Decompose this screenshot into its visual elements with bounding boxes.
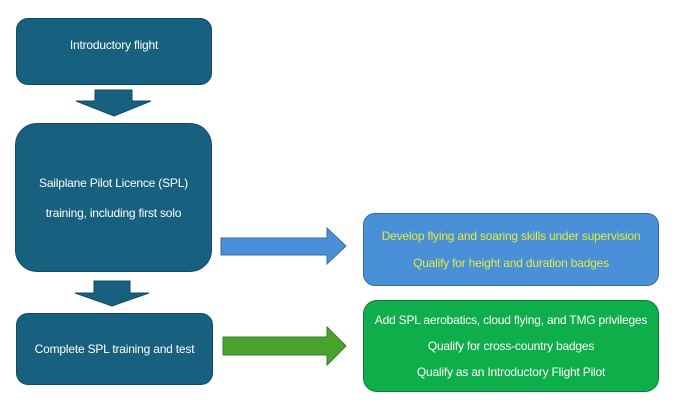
outcome-text: Qualify as an Introductory Flight Pilot <box>416 365 606 379</box>
down-arrow-1 <box>75 89 152 117</box>
down-arrow-2 <box>74 280 150 307</box>
right-arrow-blue-shape <box>220 226 347 266</box>
outcome-spl-privileges: Add SPL aerobatics, cloud flying, and TM… <box>363 300 659 392</box>
step-introductory-flight: Introductory flight <box>16 18 212 85</box>
step-text: Introductory flight <box>69 37 159 52</box>
outcome-text: Develop flying and soaring skills under … <box>381 229 641 243</box>
down-arrow-1-shape <box>75 89 152 117</box>
down-arrow-2-shape <box>74 280 150 307</box>
step-complete-spl: Complete SPL training and test <box>16 313 213 385</box>
step-text: Complete SPL training and test <box>34 342 195 356</box>
outcome-text: Add SPL aerobatics, cloud flying, and TM… <box>374 313 648 327</box>
step-spl-training: Sailplane Pilot Licence (SPL) training, … <box>15 123 212 272</box>
right-arrow-blue <box>220 226 347 266</box>
step-text: training, including first solo <box>45 205 182 220</box>
right-arrow-green <box>222 325 347 367</box>
step-text: Sailplane Pilot Licence (SPL) <box>39 175 188 190</box>
right-arrow-green-shape <box>222 325 347 367</box>
outcome-supervised-skills: Develop flying and soaring skills under … <box>363 213 659 286</box>
outcome-text: Qualify for height and duration badges <box>413 256 609 270</box>
outcome-text: Qualify for cross-country badges <box>427 339 595 353</box>
